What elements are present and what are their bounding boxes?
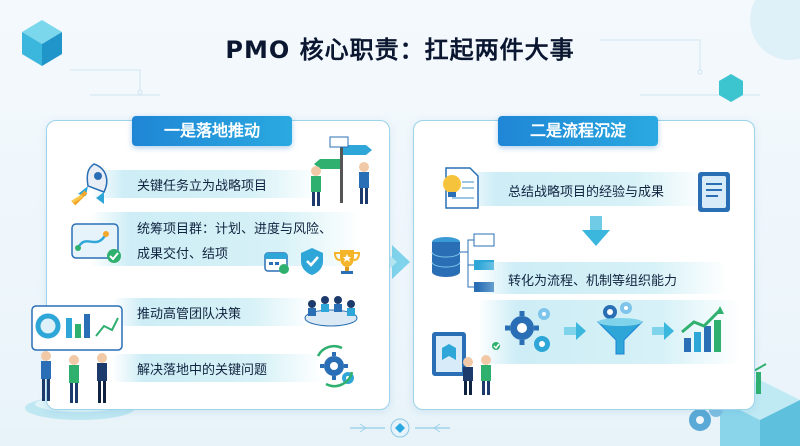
calendar-icon <box>264 252 289 274</box>
left-item-1: 关键任务立为战略项目 <box>137 179 268 194</box>
left-item-2-line2: 成果交付、结项 <box>137 247 229 262</box>
book-team-illustration <box>432 332 500 395</box>
arrow-right-small-icon <box>564 322 586 340</box>
rocket-icon <box>71 163 108 206</box>
right-item-2: 转化为流程、机制等组织能力 <box>508 274 678 289</box>
report-book-icon <box>698 172 730 212</box>
meeting-table-icon <box>304 296 358 327</box>
trophy-icon <box>333 250 361 274</box>
funnel-icon <box>596 302 644 355</box>
arrow-down-icon <box>582 216 610 246</box>
left-item-4: 解决落地中的关键问题 <box>137 363 268 378</box>
growth-chart-icon <box>681 306 724 352</box>
shield-check-icon <box>301 248 323 275</box>
bottom-ornament <box>350 418 450 438</box>
process-gears-icon <box>505 308 550 352</box>
team-signpost-illustration <box>311 136 372 206</box>
right-row-1 <box>458 172 708 206</box>
left-row-1 <box>90 170 320 198</box>
page-title: PMO 核心职责：扛起两件大事 <box>225 36 575 64</box>
right-panel-header: 二是流程沉淀 <box>498 116 658 146</box>
hexagon-icon <box>719 74 743 102</box>
left-panel-header: 一是落地推动 <box>132 116 292 146</box>
arrow-right-small-icon-2 <box>652 322 674 340</box>
roadmap-icon <box>71 223 121 263</box>
left-item-3: 推动高管团队决策 <box>137 307 242 322</box>
left-row-4 <box>112 354 322 382</box>
right-row-2 <box>478 262 728 294</box>
left-item-2-line1: 统筹项目群：计划、进度与风险、 <box>137 222 333 237</box>
right-item-1: 总结战略项目的经验与成果 <box>508 185 665 200</box>
left-row-3 <box>112 298 312 326</box>
presentation-illustration <box>31 305 123 403</box>
idea-document-icon <box>443 167 479 209</box>
gears-cycle-icon <box>316 344 354 388</box>
